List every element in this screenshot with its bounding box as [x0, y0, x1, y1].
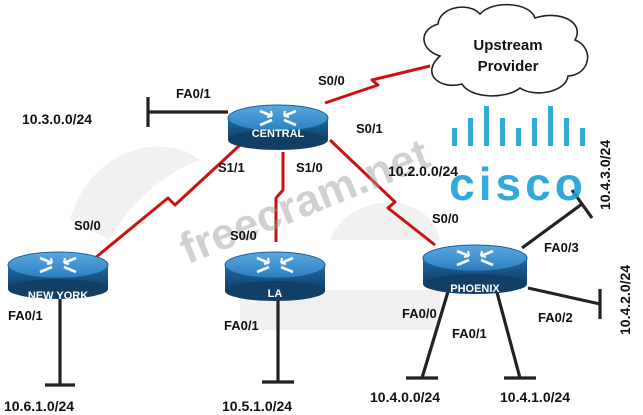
cisco-wordmark: cisco	[449, 158, 587, 210]
router-central-label: CENTRAL	[252, 128, 305, 140]
port-label: FA0/1	[224, 318, 259, 333]
router-la-label: LA	[268, 288, 283, 300]
port-label: FA0/0	[402, 306, 437, 321]
lan-ph-42	[527, 286, 602, 319]
router-central[interactable]: CENTRAL	[227, 104, 329, 150]
cisco-bar	[484, 106, 489, 146]
cloud-label-line1: Upstream	[473, 37, 542, 54]
network-label: 10.4.3.0/24	[597, 140, 613, 210]
network-label: 10.5.1.0/24	[222, 398, 292, 414]
port-label: S0/0	[74, 218, 101, 233]
lan-ph-41	[493, 284, 536, 380]
port-label: FA0/2	[538, 310, 573, 325]
lan-ph-40	[406, 284, 452, 380]
router-phoenix-label: PHOENIX	[450, 283, 500, 295]
port-label: S0/0	[230, 228, 257, 243]
serial-links	[94, 64, 436, 260]
port-label: FA0/1	[8, 308, 43, 323]
router-newyork[interactable]: NEW YORK	[7, 251, 109, 302]
lan-ph-43	[521, 189, 594, 250]
cloud-label-line2: Provider	[478, 58, 539, 75]
cisco-bar	[452, 128, 457, 146]
lan-ny-61	[45, 290, 75, 387]
lan-central-103	[146, 97, 228, 127]
link-central-la	[274, 152, 285, 242]
port-label: FA0/3	[544, 240, 579, 255]
port-label: S0/0	[432, 211, 459, 226]
cisco-bar	[580, 128, 585, 146]
port-label: FA0/1	[176, 86, 211, 101]
network-label: 10.2.0.0/24	[388, 163, 458, 179]
link-central-phoenix	[328, 138, 436, 247]
router-newyork-label: NEW YORK	[28, 290, 88, 302]
network-label: 10.4.1.0/24	[500, 389, 570, 405]
port-label: S1/0	[296, 160, 323, 175]
router-phoenix[interactable]: PHOENIX	[422, 244, 528, 295]
cisco-bar	[500, 118, 505, 146]
port-labels: FA0/1 S0/0 S0/1 S1/1 S1/0 S0/0 FA0/1 S0/…	[8, 73, 579, 341]
lan-la-51	[262, 295, 294, 384]
link-central-newyork	[94, 143, 242, 260]
port-label: S0/1	[356, 121, 383, 136]
network-label: 10.4.2.0/24	[617, 265, 633, 335]
port-label: FA0/1	[452, 326, 487, 341]
network-label: 10.3.0.0/24	[22, 111, 92, 127]
lan-links	[45, 97, 602, 387]
network-labels: 10.3.0.0/24 10.2.0.0/24 10.6.1.0/24 10.5…	[4, 111, 633, 414]
port-label: S1/1	[218, 160, 245, 175]
port-label: S0/0	[318, 73, 345, 88]
cisco-bar	[564, 118, 569, 146]
upstream-provider-cloud: Upstream Provider	[423, 3, 589, 97]
cisco-bar	[548, 106, 553, 146]
network-label: 10.6.1.0/24	[4, 398, 74, 414]
cisco-bar	[516, 128, 521, 146]
router-la[interactable]: LA	[224, 251, 326, 301]
site-watermark: freecram.net	[173, 129, 437, 274]
cisco-bar	[532, 118, 537, 146]
link-central-upstream	[324, 64, 431, 105]
network-label: 10.4.0.0/24	[370, 389, 440, 405]
cisco-logo-watermark: cisco	[449, 106, 587, 210]
background-watermark	[70, 146, 440, 330]
cisco-bar	[468, 118, 473, 146]
